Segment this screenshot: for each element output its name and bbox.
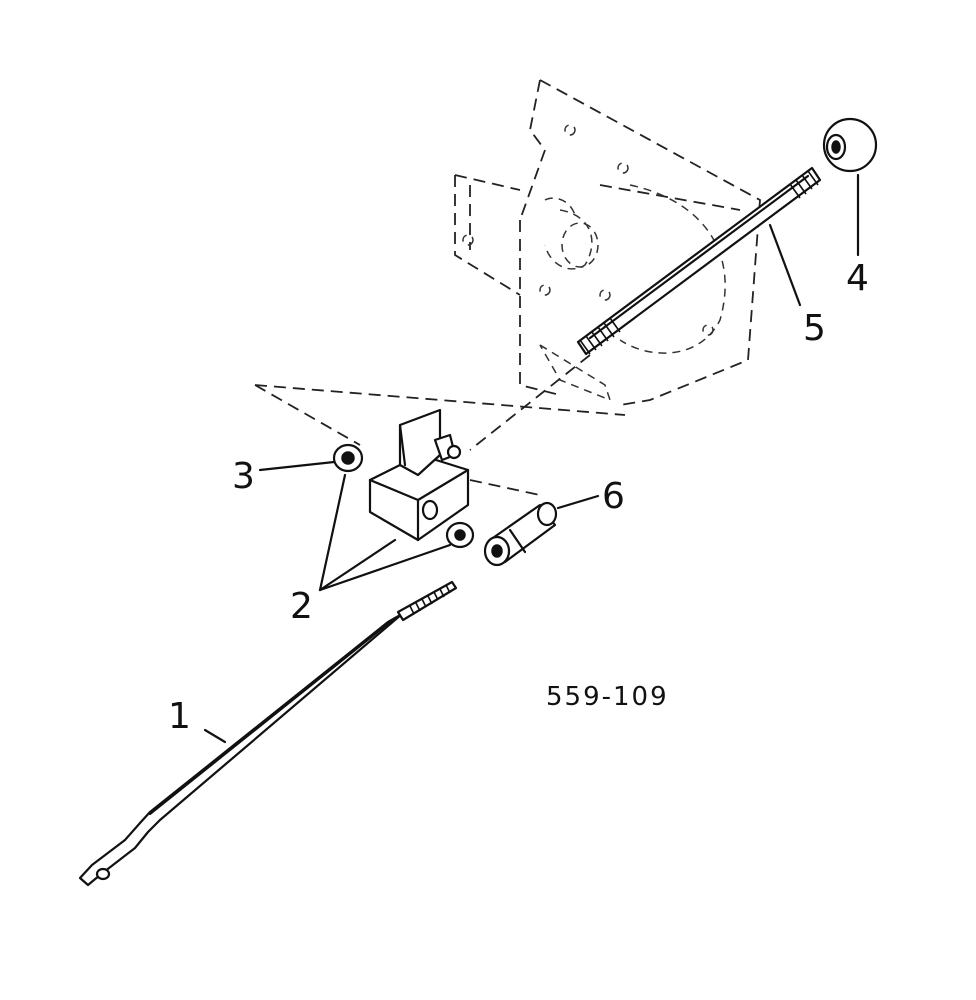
figure-number: 559-109 xyxy=(546,682,669,712)
coupling xyxy=(483,501,558,567)
callout-3: 3 xyxy=(232,456,255,497)
callout-6: 6 xyxy=(602,476,625,517)
callout-5: 5 xyxy=(803,308,826,349)
knob xyxy=(822,117,878,173)
bracket-block xyxy=(368,408,470,542)
threaded-rod xyxy=(576,166,822,356)
nut-3 xyxy=(332,443,364,473)
control-rod xyxy=(78,580,458,887)
phantom-housing xyxy=(254,79,761,496)
callout-4: 4 xyxy=(846,258,869,299)
callout-2: 2 xyxy=(290,586,313,627)
nut-2 xyxy=(445,521,475,549)
leader-lines xyxy=(203,173,860,744)
callout-1: 1 xyxy=(168,696,191,737)
